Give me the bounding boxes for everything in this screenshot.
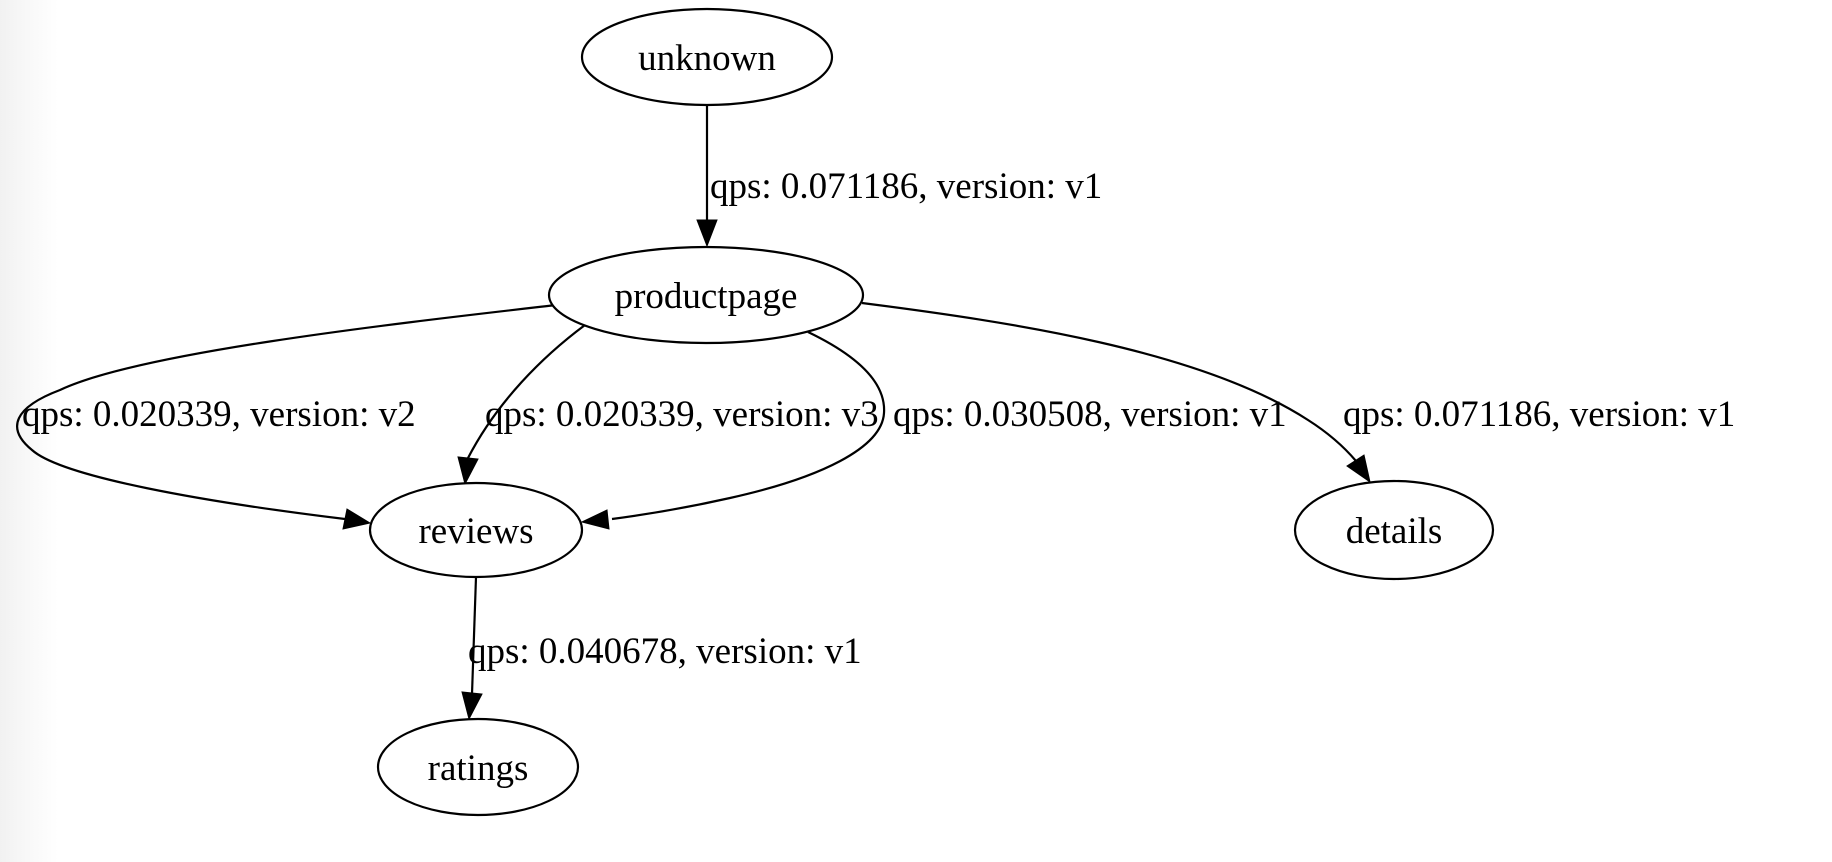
node-ellipse: [368, 481, 584, 579]
edge-line: [611, 331, 886, 521]
node-ellipse: [1293, 479, 1495, 581]
arrowhead-icon: [580, 509, 610, 530]
edge-reviews-ratings: [461, 576, 483, 721]
edge-label-productpage-reviews-v2: qps: 0.020339, version: v2: [22, 394, 416, 435]
node-details: details: [1293, 479, 1495, 581]
node-ellipse: [376, 717, 580, 817]
arrowhead-icon: [457, 456, 479, 486]
edge-line: [467, 324, 586, 459]
node-label: reviews: [418, 511, 533, 552]
edge-label-productpage-details: qps: 0.071186, version: v1: [1343, 394, 1735, 435]
node-label: ratings: [428, 748, 529, 789]
edge-label-unknown-productpage: qps: 0.071186, version: v1: [710, 166, 1102, 207]
edge-label-productpage-reviews-v1: qps: 0.030508, version: v1: [893, 394, 1287, 435]
edge-productpage-details: [861, 301, 1371, 484]
node-productpage: productpage: [547, 245, 865, 345]
edge-label-productpage-reviews-v3: qps: 0.020339, version: v3: [485, 394, 879, 435]
node-ratings: ratings: [376, 717, 580, 817]
node-label: details: [1346, 511, 1443, 552]
edge-label-reviews-ratings: qps: 0.040678, version: v1: [468, 631, 862, 672]
node-unknown: unknown: [580, 7, 834, 107]
arrowhead-icon: [696, 219, 718, 248]
node-ellipse: [580, 7, 834, 107]
edge-productpage-reviews-v1: [580, 331, 886, 530]
edge-productpage-reviews-v2: [16, 303, 557, 530]
arrowhead-icon: [461, 691, 483, 721]
edge-unknown-productpage: [696, 105, 718, 248]
edge-line: [16, 303, 557, 521]
arrowhead-icon: [342, 508, 372, 530]
edge-line: [861, 301, 1357, 462]
node-ellipse: [547, 245, 865, 345]
edge-productpage-reviews-v3: [457, 324, 586, 486]
edge-line: [470, 576, 478, 695]
node-reviews: reviews: [368, 481, 584, 579]
node-label: productpage: [615, 276, 798, 317]
node-label: unknown: [638, 38, 776, 79]
arrowhead-icon: [1346, 454, 1371, 484]
